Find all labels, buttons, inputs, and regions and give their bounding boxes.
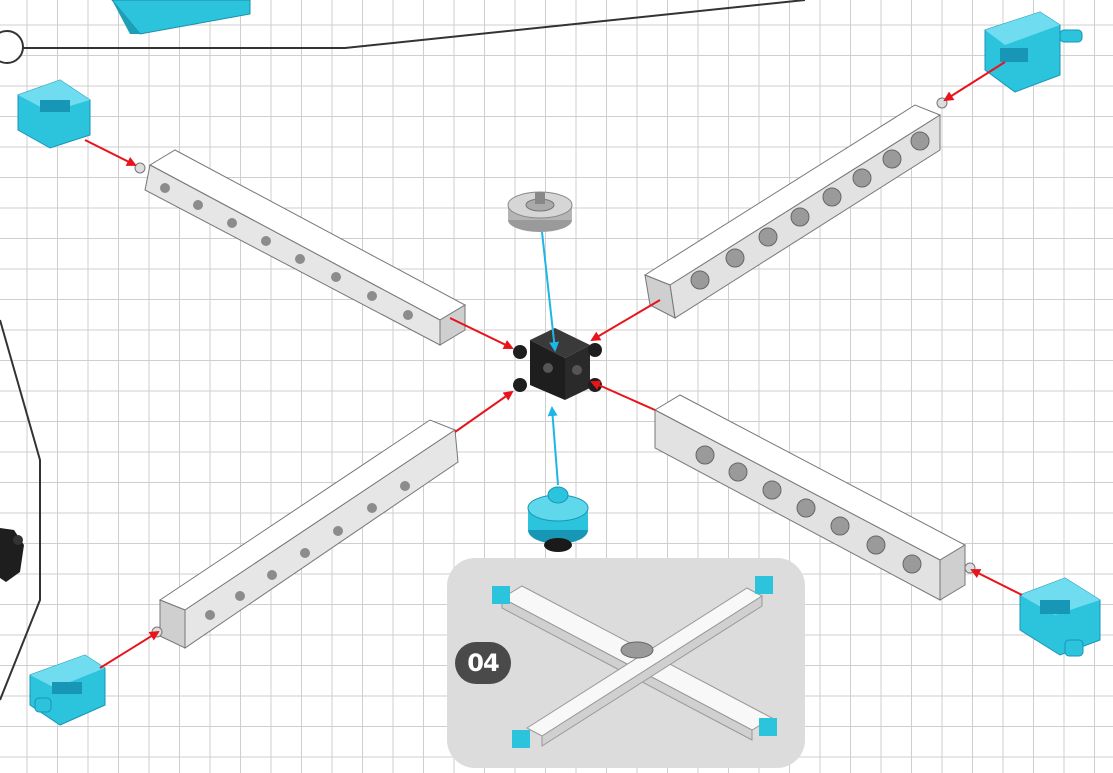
arrow-beam-to-hub-lower-right — [590, 380, 656, 411]
arrow-endcap-to-beam-top-right — [943, 61, 1006, 102]
cyan-endcap-bottom-right — [1019, 577, 1101, 657]
arrow-gray-pulley-to-hub — [541, 231, 560, 352]
partial-cyan-block — [111, 0, 251, 35]
step-number-badge: 04 — [455, 642, 511, 684]
arrow-blue-pulley-to-hub — [547, 406, 559, 486]
beam-upper-left — [134, 149, 467, 346]
cyan-endcap-top-right — [984, 11, 1083, 93]
blue-assembly-arrows — [541, 231, 560, 486]
cyan-endcap-bottom-left — [29, 654, 106, 726]
arrow-endcap-to-beam-bottom-left — [99, 630, 160, 669]
black-hub-connector — [513, 328, 602, 400]
arrow-endcap-to-beam-bottom-right — [970, 569, 1023, 596]
partial-black-connector — [0, 528, 24, 582]
red-assembly-arrows — [84, 61, 1023, 669]
beam-lower-left — [151, 419, 459, 649]
blue-pulley — [527, 486, 589, 552]
arrow-beam-to-hub-lower-left — [454, 390, 514, 433]
gray-pulley — [507, 191, 573, 232]
arrow-beam-to-hub-upper-left — [449, 317, 514, 350]
arrow-endcap-to-beam-top-left — [84, 139, 137, 166]
step-summary-panel — [447, 558, 805, 768]
arrow-beam-to-hub-upper-right — [590, 299, 661, 342]
beam-lower-right — [653, 394, 976, 601]
cyan-endcap-top-left — [17, 79, 91, 149]
assembled-cross-preview — [492, 576, 777, 748]
callout-leader — [0, 0, 806, 701]
beam-upper-right — [643, 97, 948, 319]
